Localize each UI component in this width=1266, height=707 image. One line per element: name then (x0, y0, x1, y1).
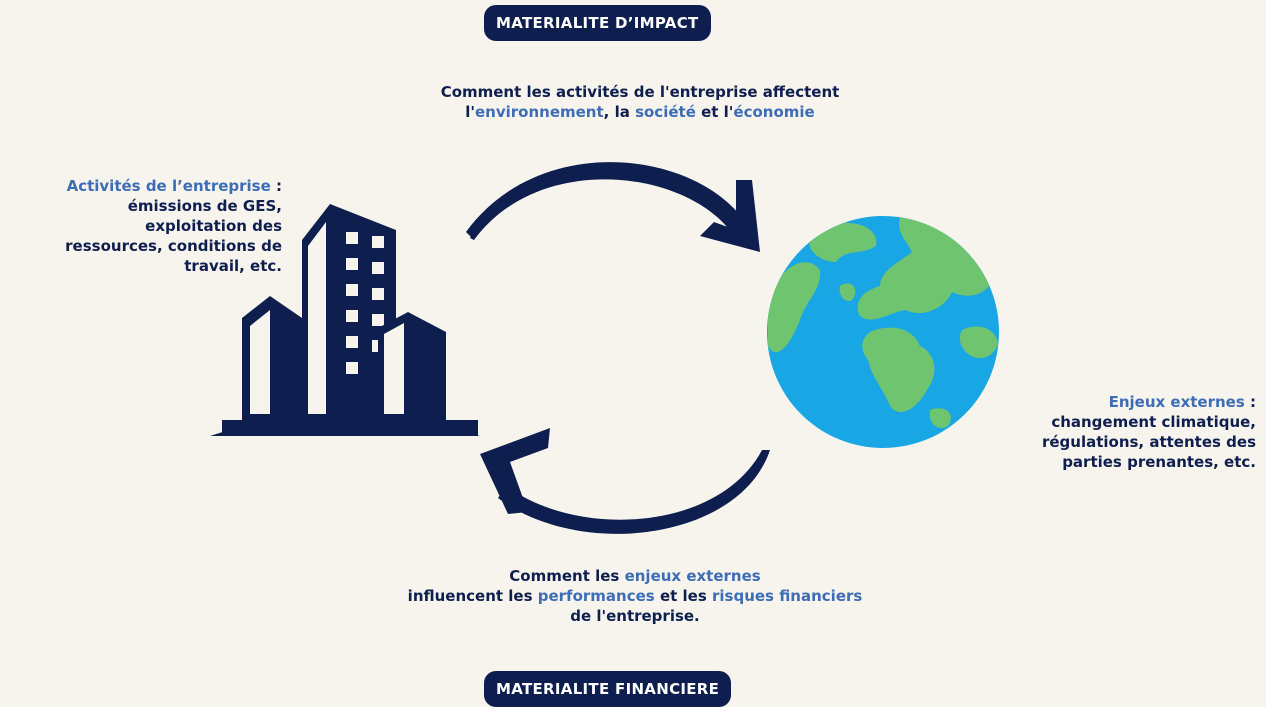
activities-title-line: Activités de l’entreprise : (0, 176, 282, 196)
arrow-top-icon (466, 162, 760, 252)
financial-materiality-label: MATERIALITE FINANCIERE (484, 671, 732, 707)
activities-description: Activités de l’entreprise : émissions de… (0, 176, 282, 276)
impact-question: Comment les activités de l'entreprise af… (330, 82, 950, 122)
external-issues-description: Enjeux externes : changement climatique,… (944, 392, 1256, 472)
highlight-economy: économie (733, 103, 815, 121)
text-fragment: : (270, 177, 282, 195)
text-fragment: et l' (695, 103, 734, 121)
enjeux-title: Enjeux externes (1108, 393, 1245, 411)
financial-question: Comment les enjeux externes influencent … (310, 566, 960, 626)
globe-icon (767, 216, 999, 448)
arrow-bottom-icon (480, 428, 770, 534)
activities-title: Activités de l’entreprise (66, 177, 271, 195)
activities-line: exploitation des (145, 217, 282, 235)
financial-question-line3: de l'entreprise. (570, 607, 700, 625)
impact-materiality-label: MATERIALITE D’IMPACT (484, 5, 711, 41)
text-fragment: et les (654, 587, 712, 605)
activities-line: émissions de GES, (127, 197, 282, 215)
text-fragment: influencent les (407, 587, 538, 605)
text-fragment: l' (465, 103, 475, 121)
highlight-performance: performances (537, 587, 655, 605)
impact-question-line1: Comment les activités de l'entreprise af… (440, 83, 840, 101)
enjeux-title-line: Enjeux externes : (944, 392, 1256, 412)
financial-question-line2: influencent les performances et les risq… (310, 586, 960, 606)
highlight-society: société (635, 103, 696, 121)
enjeux-line: changement climatique, (1051, 413, 1256, 431)
highlight-external-issues: enjeux externes (624, 567, 761, 585)
highlight-environment: environnement (475, 103, 604, 121)
activities-line: travail, etc. (184, 257, 282, 275)
impact-question-line2: l'environnement, la société et l'économi… (330, 102, 950, 122)
enjeux-line: régulations, attentes des (1041, 433, 1256, 451)
highlight-financial-risks: risques financiers (711, 587, 863, 605)
text-fragment: Comment les (509, 567, 625, 585)
text-fragment: , la (603, 103, 636, 121)
financial-question-line1: Comment les enjeux externes (310, 566, 960, 586)
activities-line: ressources, conditions de (65, 237, 282, 255)
enjeux-line: parties prenantes, etc. (1062, 453, 1256, 471)
text-fragment: : (1244, 393, 1256, 411)
building-icon (210, 204, 480, 436)
